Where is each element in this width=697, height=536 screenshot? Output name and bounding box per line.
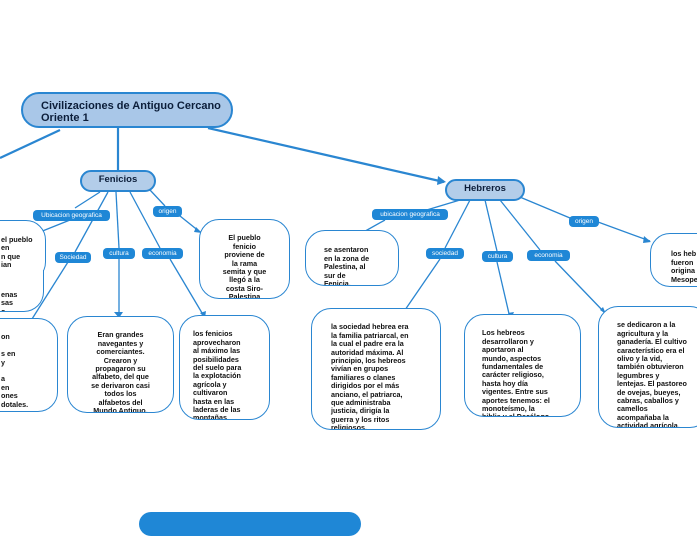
topic-fenicios-label: Fenicios: [98, 174, 138, 185]
hebreos-cultura-note[interactable]: Los hebreos desarrollaron y aportaron al…: [464, 314, 581, 417]
fenicios-tag-economia[interactable]: economia: [142, 248, 183, 259]
fenicios-ubicacion-note-2[interactable]: enas sas o.: [0, 270, 44, 312]
hebreos-origen-note[interactable]: los heb fueron origina Mesope: [650, 233, 697, 287]
fenicios-origen-text: El pueblo fenicio proviene de la rama se…: [222, 233, 267, 299]
fenicios-economia-note[interactable]: los fenicios aprovecharon al máximo las …: [179, 315, 270, 420]
fenicios-cultura-text: Eran grandes navegantes y comerciantes. …: [91, 330, 150, 413]
hebreos-sociedad-text: la sociedad hebrea era la familia patria…: [331, 322, 409, 430]
central-topic-label: Civilizaciones de Antiguo Cercano Orient…: [41, 100, 221, 124]
fenicios-cultura-note[interactable]: Eran grandes navegantes y comerciantes. …: [67, 316, 174, 413]
hebreos-tag-ubicacion[interactable]: ubicacion geografica: [372, 209, 448, 220]
hebreos-origen-text: los heb fueron origina Mesope: [671, 249, 697, 284]
topic-fenicios[interactable]: Fenicios: [80, 170, 156, 192]
central-topic[interactable]: Civilizaciones de Antiguo Cercano Orient…: [21, 92, 233, 128]
hebreos-economia-note[interactable]: se dedicaron a la agricultura y la ganad…: [598, 306, 697, 428]
hebreos-economia-text: se dedicaron a la agricultura y la ganad…: [617, 320, 687, 428]
fenicios-origen-note[interactable]: El pueblo fenicio proviene de la rama se…: [199, 219, 290, 299]
hebreos-tag-economia[interactable]: economia: [527, 250, 570, 261]
hebreos-ubicacion-text: se asentaron en la zona de Palestina, al…: [324, 245, 370, 286]
fenicios-ubicacion-text-2: enas sas o.: [1, 289, 18, 312]
fenicios-sociedad-note[interactable]: on s en y a en ones dotales.: [0, 318, 58, 412]
topic-hebreos-label: Hebreros: [464, 183, 506, 194]
fenicios-sociedad-text: on s en y a en ones dotales.: [1, 332, 29, 409]
fenicios-tag-origen[interactable]: origen: [153, 206, 182, 217]
hebreos-tag-cultura[interactable]: cultura: [482, 251, 513, 262]
hebreos-sociedad-note[interactable]: la sociedad hebrea era la familia patria…: [311, 308, 441, 430]
topic-hebreos[interactable]: Hebreros: [445, 179, 525, 201]
bottom-topic-node[interactable]: [139, 512, 361, 536]
hebreos-tag-origen[interactable]: origen: [569, 216, 599, 227]
hebreos-ubicacion-note[interactable]: se asentaron en la zona de Palestina, al…: [305, 230, 399, 286]
hebreos-tag-sociedad[interactable]: sociedad: [426, 248, 464, 259]
fenicios-economia-text: los fenicios aprovecharon al máximo las …: [193, 329, 242, 420]
hebreos-cultura-text: Los hebreos desarrollaron y aportaron al…: [482, 328, 552, 417]
fenicios-tag-sociedad[interactable]: Sociedad: [55, 252, 91, 263]
fenicios-tag-cultura[interactable]: cultura: [103, 248, 135, 259]
fenicios-tag-ubicacion[interactable]: Ubicacion geografica: [33, 210, 110, 221]
